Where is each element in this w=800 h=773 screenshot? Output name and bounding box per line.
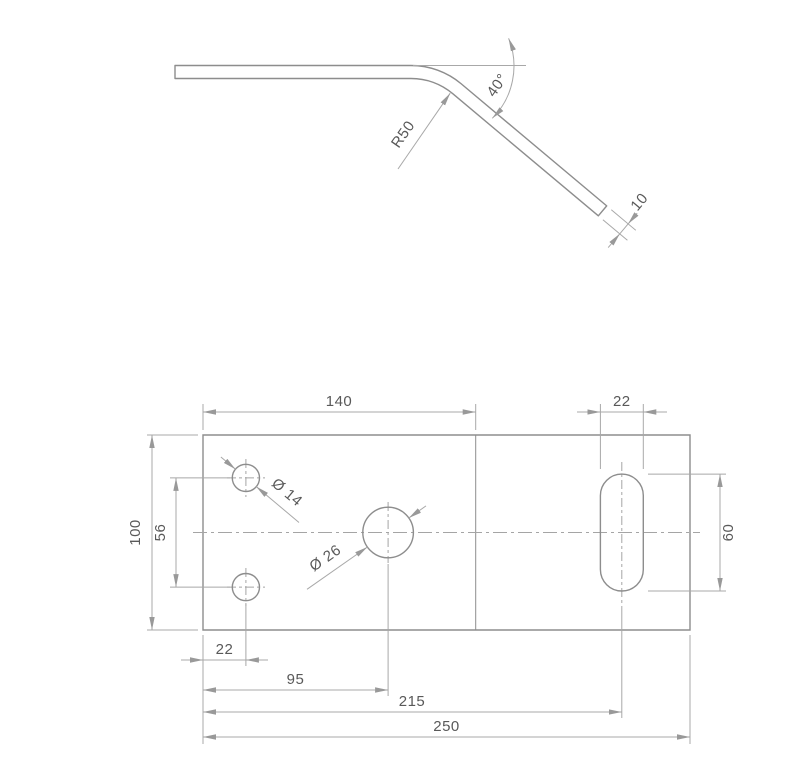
- dim-95-label: 95: [287, 671, 305, 688]
- dim-22-hole-label: 22: [216, 641, 234, 658]
- bend-angle-label: 40°: [483, 71, 511, 101]
- center-hole: [362, 506, 415, 559]
- dim-140-label: 140: [326, 393, 353, 410]
- dim-56-label: 56: [152, 524, 169, 542]
- slot: [599, 473, 645, 592]
- dia-14-leader: [255, 486, 300, 523]
- dim-plate-length: 250: [203, 635, 691, 744]
- thickness-arrow-left: [607, 233, 621, 248]
- dim-top-width: 140: [202, 391, 477, 430]
- small-hole-top: [231, 463, 261, 493]
- dim-100-label: 100: [127, 519, 144, 546]
- thickness-dim-line: [619, 223, 629, 235]
- dim-slot-offset: 215: [203, 606, 623, 718]
- dim-slot-length: 60: [648, 473, 740, 592]
- small-hole-bottom: [231, 572, 261, 602]
- plate-outline: [202, 434, 691, 631]
- side-view: 40° R50 10: [174, 38, 654, 248]
- dim-140-extension-lines: [202, 404, 477, 430]
- dim-thickness: 10: [602, 187, 654, 248]
- dim-22-slot-label: 22: [613, 393, 631, 410]
- thickness-arrow-right: [627, 209, 641, 225]
- dim-bend-angle: 40°: [413, 38, 526, 119]
- dia-26-leader: [306, 546, 368, 590]
- dim-hole-spacing: 56: [150, 477, 230, 588]
- dia-26-arrow-upper: [408, 505, 427, 519]
- hole-centermarks: [227, 459, 389, 606]
- dim-60-label: 60: [720, 524, 737, 542]
- dia-14-arrow-upper: [220, 456, 236, 470]
- dim-22-slot-extension-lines: [599, 404, 644, 469]
- dim-56-extension-lines: [170, 477, 230, 588]
- thickness-extension-line-outer: [610, 209, 637, 231]
- dim-22-hole-extension-lines: [202, 603, 247, 744]
- dia-26-label: Ø 26: [306, 541, 344, 575]
- dim-bend-radius: R50: [386, 92, 451, 170]
- dim-small-hole-diameter: Ø 14: [220, 456, 308, 523]
- radius-leader-line: [397, 92, 451, 170]
- dim-hole-edge-offset: 22: [181, 603, 268, 744]
- bent-bar-outline: [174, 64, 608, 217]
- plan-view: 140 22 100 56 60: [125, 391, 740, 744]
- dim-plate-width: 100: [125, 434, 198, 631]
- angle-arc: [491, 38, 516, 119]
- thickness-label: 10: [627, 190, 651, 214]
- dim-100-extension-lines: [147, 434, 198, 631]
- dim-center-hole-offset: 95: [203, 564, 389, 696]
- dim-60-extension-lines: [648, 473, 726, 592]
- dim-250-label: 250: [433, 718, 460, 735]
- thickness-extension-line-inner: [602, 219, 628, 241]
- dia-14-label: Ø 14: [268, 475, 305, 510]
- dim-215-label: 215: [399, 693, 426, 710]
- dim-slot-width: 22: [577, 391, 667, 469]
